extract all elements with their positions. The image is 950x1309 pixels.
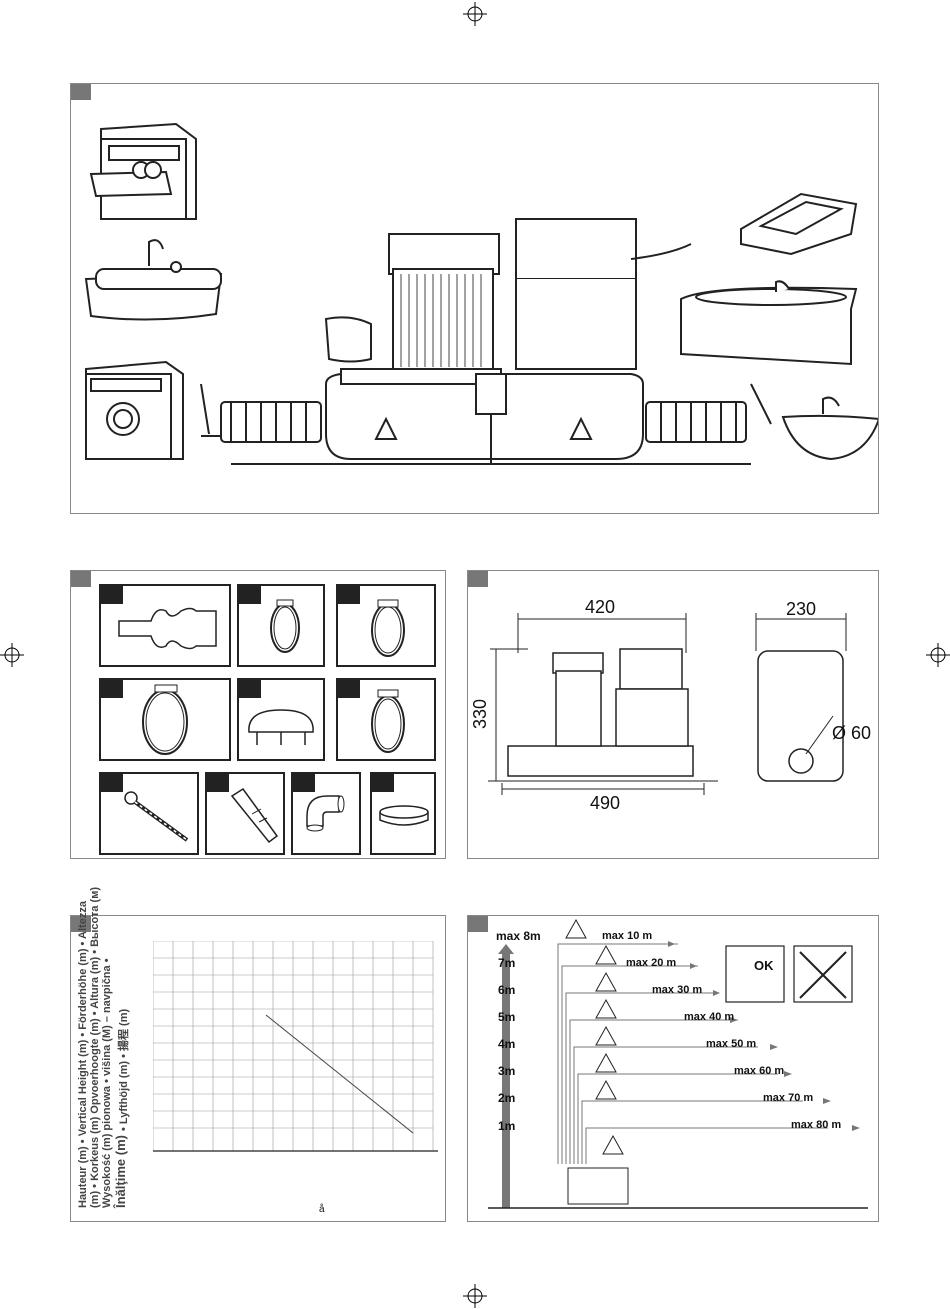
shower-tray-icon [740,192,858,256]
height-label-7: 7m [498,956,516,970]
washbasin-icon [781,396,878,461]
bathtub-icon [680,280,858,366]
ok-label: OK [754,958,774,973]
height-label-6: 6m [498,983,516,997]
distance-label-50: max 50 m [706,1038,757,1050]
part-inlet-sleeve [99,584,231,667]
installation-illustration [84,122,878,465]
height-label-5: 5m [498,1010,516,1024]
dimension-drawing [488,613,847,795]
height-label-2: 2m [498,1091,516,1105]
y-axis-label-line-4a: Înălţime (m) [113,1135,128,1208]
height-label-1: 1m [498,1119,516,1133]
part-wall-plug [205,772,285,855]
panel-performance: Hauteur (m) • Vertical Height (m) • Förd… [70,887,446,1222]
height-label-8: max 8m [496,929,541,943]
distance-label-10: max 10 m [602,930,653,942]
panel-parts [70,570,446,859]
y-axis-label-line-3: Wysokość (m) pionowa • višina (M) – navp… [101,958,113,1208]
part-hose-clamp-small [237,584,325,667]
footer-mark: å [319,1204,325,1215]
panel-tab [71,916,91,932]
inlet-hose [220,401,322,443]
part-hose-clamp-large [99,678,231,761]
distance-label-20: max 20 m [626,957,677,969]
dimension-width: 420 [585,597,616,617]
part-screw [99,772,199,855]
distance-label-70: max 70 m [763,1092,814,1104]
distance-label-60: max 60 m [734,1065,785,1077]
part-elbow [291,772,361,855]
distance-label-30: max 30 m [652,984,703,996]
registration-mark-bottom [463,1284,487,1308]
dimension-height: 330 [470,698,490,729]
panel-installation-limits: max 8m 7m 6m 5m 4m 3m 2m 1m max 10 m max… [467,915,879,1222]
part-hose-clamp-medium [336,584,436,667]
kitchen-sink-icon [84,239,223,321]
distance-label-80: max 80 m [791,1119,842,1131]
registration-mark-top [463,2,487,26]
dimension-outlet-diameter: Ø 60 [832,723,872,743]
outlet-hose [645,401,747,443]
dimension-depth: 230 [786,599,817,619]
panel-dimensions: 420 230 330 490 Ø 60 [467,570,879,859]
panel-tab [468,916,488,932]
part-gasket [370,772,436,855]
installation-diagram [488,918,868,1209]
panel-appliances [70,83,879,514]
height-label-4: 4m [498,1037,516,1051]
pump-unit [324,218,644,460]
part-blanking-cap [237,678,325,761]
dishwasher-icon [89,122,197,220]
y-axis-label-line-1: Hauteur (m) • Vertical Height (m) • Förd… [77,901,89,1208]
registration-mark-left [0,643,24,667]
y-axis-label-line-4b: • Lyfthöjd (m) • 揚程 (m) [118,1008,130,1131]
washing-machine-icon [85,360,184,460]
height-label-3: 3m [498,1064,516,1078]
panel-tab [71,84,91,100]
performance-grid [153,941,438,1152]
part-hose-clamp-xl [336,678,436,761]
y-axis-label-line-2: (m) • Korkeus (m) Opvoerhoogte (m) • Alt… [89,886,101,1208]
panel-tab [468,571,488,587]
registration-mark-right [926,643,950,667]
panel-tab [71,571,91,587]
dimension-length: 490 [590,793,621,813]
distance-label-40: max 40 m [684,1011,735,1023]
